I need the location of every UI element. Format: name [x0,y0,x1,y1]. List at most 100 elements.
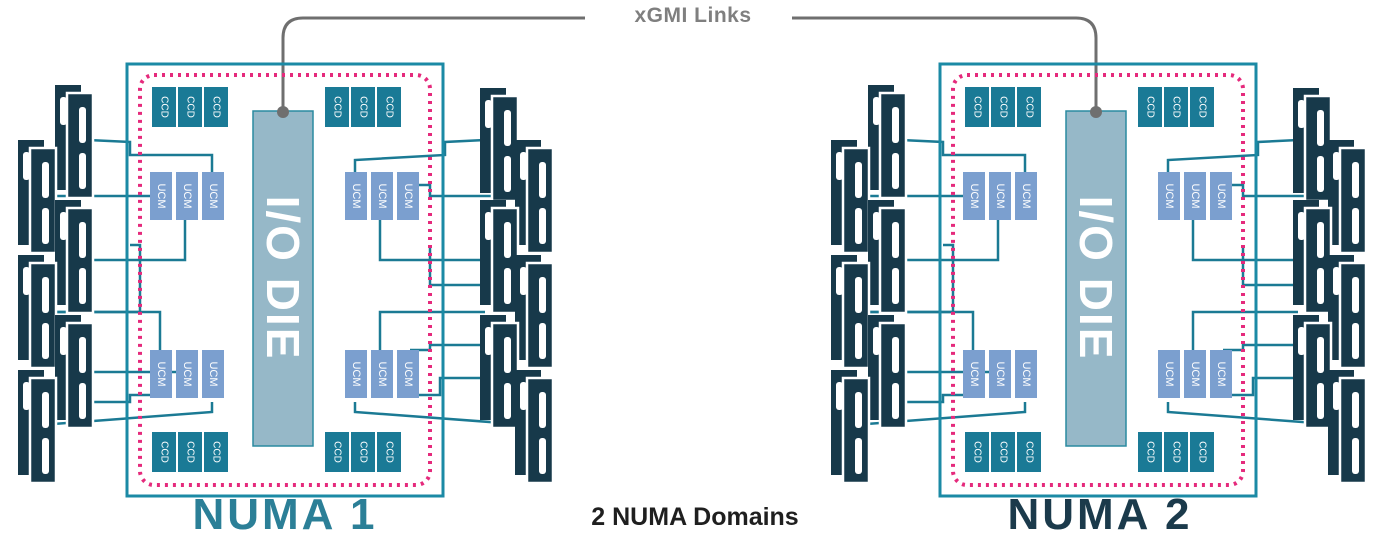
ucm-body [371,172,393,220]
dimm-module [868,315,908,430]
dimm-slot [504,383,511,419]
channel-line [378,310,485,350]
ucm-label: UCM [402,361,414,386]
dimm-slot [1298,327,1305,355]
channel-line [87,138,214,172]
ccd-body [1190,87,1214,127]
ucm-body [397,350,419,398]
ucm-label: UCM [376,361,388,386]
dimm-slot [485,100,492,128]
ucm-chip: UCM [176,350,198,398]
ccd-label: CCD [1171,96,1182,118]
dimm-module [1328,370,1368,485]
xgmi-link-line-right [792,16,1098,110]
ccd-chip: CCD [1138,87,1162,127]
ccd-chip: CCD [991,432,1015,472]
dimm-slot [1333,152,1340,180]
ccd-label: CCD [1197,441,1208,463]
dimm-slot [79,268,86,304]
ucm-body [963,172,985,220]
ucm-body [150,172,172,220]
dimm-slot [504,268,511,304]
ccd-body [325,87,349,127]
dimm-slot [504,110,511,146]
ccd-body [351,432,375,472]
channel-line [852,402,1027,427]
dimm-module [18,140,58,255]
ucm-body [345,172,367,220]
ucm-body [202,350,224,398]
ccd-label: CCD [972,441,983,463]
ucm-chip: UCM [1210,172,1232,220]
ccd-body [1017,87,1041,127]
ucm-label: UCM [968,183,980,208]
dimm-slot [892,268,899,304]
ccd-label: CCD [332,441,343,463]
ccd-body [1138,432,1162,472]
ccd-chip: CCD [1190,432,1214,472]
ccd-label: CCD [1024,96,1035,118]
dimm-slot [1298,212,1305,240]
dimm-slot [79,153,86,189]
ucm-body [1015,172,1037,220]
dimm-slot [42,392,49,428]
dimm-slot [855,208,862,244]
ucm-chip: UCM [345,350,367,398]
channel-line [1166,138,1299,172]
ccd-label: CCD [1024,441,1035,463]
dimm-module [18,255,58,370]
ucm-label: UCM [376,183,388,208]
dimm-module [1293,200,1333,315]
dimm-slot [1317,268,1324,304]
dimm-module [55,315,95,430]
dimm-slot [520,152,527,180]
ccd-label: CCD [384,441,395,463]
channel-line [1223,376,1298,397]
dimm-slot [1317,110,1324,146]
ucm-chip: UCM [1015,172,1037,220]
ucm-body [202,172,224,220]
dimm-module [515,140,555,255]
ucm-body [989,350,1011,398]
dimm-slot [873,327,880,355]
ucm-body [1015,350,1037,398]
package-outline [938,62,1258,498]
dimm-slot [855,323,862,359]
dimm-slot [836,152,843,180]
ucm-body [1158,350,1180,398]
ucm-chip: UCM [371,172,393,220]
ccd-chip: CCD [1017,87,1041,127]
dimm-slot [892,222,899,258]
dimm-slot [1352,323,1359,359]
ccd-chip: CCD [1164,87,1188,127]
channel-line [901,393,973,404]
ucm-chip: UCM [397,350,419,398]
dimm-module [55,200,95,315]
dimm-slot [79,222,86,258]
dimm-slot [539,208,546,244]
ccd-label: CCD [358,441,369,463]
ccd-label: CCD [1197,96,1208,118]
ucm-label: UCM [155,183,167,208]
ucm-body [1210,172,1232,220]
dimm-module [868,200,908,315]
dimm-slot [892,153,899,189]
dimm-slot [485,212,492,240]
ccd-body [1190,432,1214,472]
dimm-slot [1333,382,1340,410]
ucm-label: UCM [350,361,362,386]
ccd-body [965,87,989,127]
ccd-label: CCD [211,96,222,118]
ucm-body [963,350,985,398]
dimm-slot [1333,267,1340,295]
channel-line [39,402,214,427]
ccd-body [1164,87,1188,127]
channel-line [1191,220,1298,262]
ccd-chip: CCD [178,87,202,127]
ccd-label: CCD [1145,441,1156,463]
ucm-body [989,172,1011,220]
dimm-module [480,315,520,430]
ucm-body [345,350,367,398]
ccd-chip: CCD [991,87,1015,127]
dimm-module [831,370,871,485]
